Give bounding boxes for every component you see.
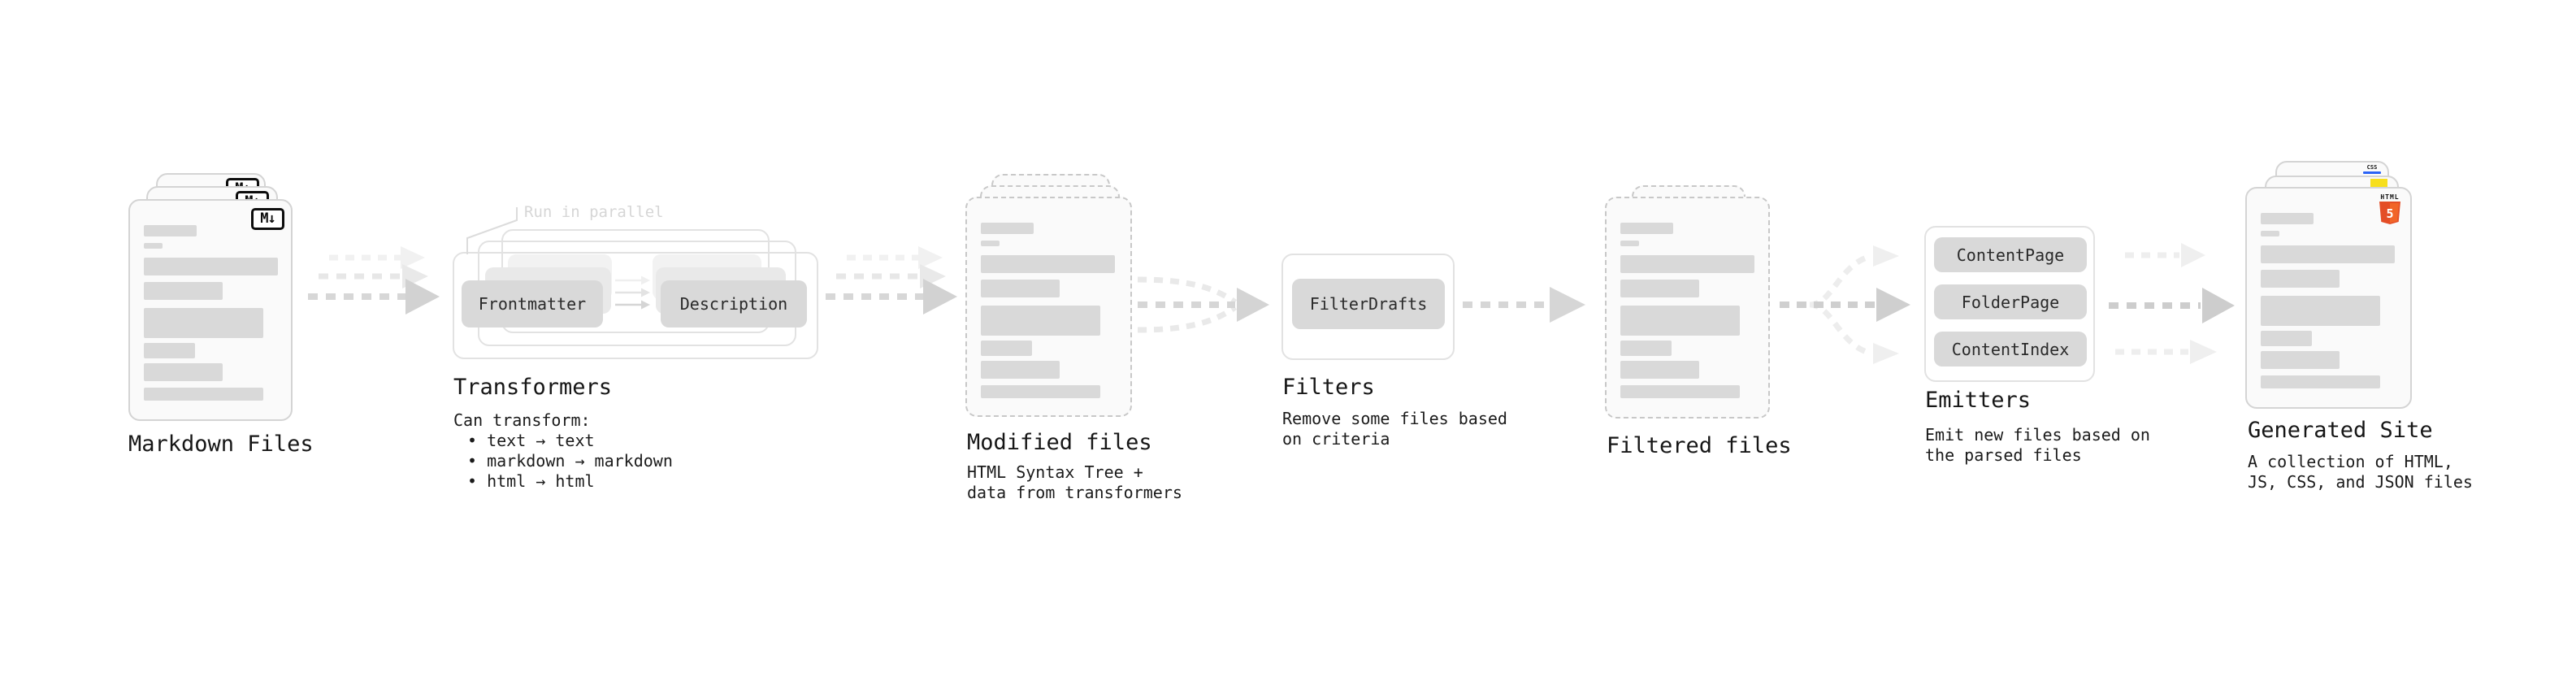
filters-description: Remove some files based on criteria: [1282, 409, 1507, 449]
emitters-description: Emit new files based on the parsed files: [1925, 425, 2150, 466]
description-line: on criteria: [1282, 429, 1390, 449]
description-line: • markdown → markdown: [467, 451, 673, 471]
transformers-title: Transformers: [453, 375, 613, 400]
file-line-bar: [144, 282, 223, 300]
transformers-description: Can transform: • text → text • markdown …: [453, 410, 673, 492]
description-line: HTML Syntax Tree +: [967, 462, 1143, 482]
flow-arrow-emitter-top: [2125, 243, 2205, 267]
file-line-bar: [1620, 340, 1672, 356]
flow-arrow-transformers-to-modified: [826, 246, 957, 314]
flow-arrow-markdown-to-transformers: [308, 246, 440, 314]
file-line-bar: [981, 340, 1032, 356]
file-line-bar: [981, 361, 1060, 379]
description-line: data from transformers: [967, 483, 1182, 502]
file-line-bar: [1620, 306, 1740, 336]
markdown-file-card: M↓: [128, 199, 293, 421]
flow-arrow-filters-to-filtered: [1463, 287, 1585, 323]
flow-arrow-modified-to-filters: [1137, 276, 1269, 333]
modified-files-title: Modified files: [967, 430, 1152, 455]
file-line-bar: [2261, 270, 2340, 288]
filtered-file-card: [1605, 197, 1770, 419]
file-line-bar: [981, 306, 1100, 336]
file-content-placeholder: [144, 201, 278, 401]
filtered-files-title: Filtered files: [1607, 433, 1792, 458]
file-line-bar: [2261, 375, 2380, 388]
transformers-panel: [453, 252, 818, 359]
html5-numeral: 5: [2386, 206, 2393, 221]
flow-arrow-emitter-middle: [2109, 288, 2235, 323]
emitter-item-content-page: ContentPage: [1934, 237, 2087, 272]
file-content-placeholder: [2261, 189, 2396, 388]
file-line-bar: [981, 255, 1115, 273]
frontmatter-step: Frontmatter: [462, 280, 603, 327]
file-content-placeholder: [1620, 198, 1754, 398]
description-step: Description: [661, 280, 807, 327]
css-icon: CSS: [2363, 165, 2381, 174]
description-line: Emit new files based on: [1925, 425, 2150, 445]
file-line-bar: [981, 385, 1100, 398]
file-content-placeholder: [981, 198, 1117, 398]
file-line-bar: [981, 241, 1000, 246]
run-in-parallel-annotation: Run in parallel: [524, 203, 664, 221]
file-line-bar: [981, 223, 1034, 234]
file-line-bar: [2261, 213, 2314, 224]
file-line-bar: [1620, 385, 1740, 398]
mini-flow-arrows: [615, 275, 650, 310]
filter-drafts-step: FilterDrafts: [1292, 279, 1445, 329]
file-line-bar: [2261, 231, 2279, 236]
html5-icon-label: HTML: [2380, 193, 2400, 201]
file-line-bar: [144, 388, 263, 401]
description-line: Can transform:: [453, 410, 591, 430]
filters-title: Filters: [1282, 375, 1375, 400]
file-line-bar: [1620, 361, 1699, 379]
html5-icon: HTML 5: [2378, 193, 2402, 224]
flow-arrow-filtered-to-emitters: [1780, 245, 1910, 364]
file-line-bar: [1620, 255, 1754, 273]
html5-shield: 5: [2379, 202, 2400, 224]
description-line: • text → text: [467, 431, 595, 450]
file-line-bar: [1620, 241, 1639, 246]
description-line: the parsed files: [1925, 445, 2082, 465]
file-line-bar: [2261, 351, 2340, 369]
description-line: • html → html: [467, 471, 595, 491]
markdown-icon: M↓: [251, 208, 284, 230]
file-line-bar: [144, 243, 163, 249]
css-icon-underline: [2363, 171, 2381, 174]
emitters-title: Emitters: [1925, 388, 2032, 413]
file-line-bar: [144, 225, 197, 236]
file-line-bar: [1620, 280, 1699, 297]
description-line: Remove some files based: [1282, 409, 1507, 428]
generated-site-description: A collection of HTML, JS, CSS, and JSON …: [2248, 452, 2473, 492]
file-line-bar: [144, 258, 278, 275]
file-line-bar: [144, 343, 195, 358]
js-icon: [2370, 179, 2387, 188]
markdown-files-title: Markdown Files: [128, 432, 314, 457]
emitter-item-content-index: ContentIndex: [1934, 332, 2087, 367]
generated-site-card: HTML 5: [2245, 187, 2412, 409]
generated-site-title: Generated Site: [2248, 418, 2433, 443]
modified-files-description: HTML Syntax Tree + data from transformer…: [967, 462, 1182, 503]
file-line-bar: [981, 280, 1060, 297]
file-line-bar: [2261, 245, 2395, 263]
annotation-leader-line: [466, 207, 518, 254]
emitter-item-folder-page: FolderPage: [1934, 284, 2087, 319]
css-icon-label: CSS: [2366, 164, 2378, 171]
file-line-bar: [144, 308, 263, 338]
description-line: A collection of HTML,: [2248, 452, 2453, 471]
file-line-bar: [2261, 331, 2312, 346]
file-line-bar: [1620, 223, 1673, 234]
flow-arrow-emitter-bottom: [2115, 340, 2217, 364]
description-line: JS, CSS, and JSON files: [2248, 472, 2473, 492]
file-line-bar: [144, 363, 223, 381]
modified-file-card: [965, 197, 1132, 417]
file-line-bar: [2261, 296, 2380, 326]
